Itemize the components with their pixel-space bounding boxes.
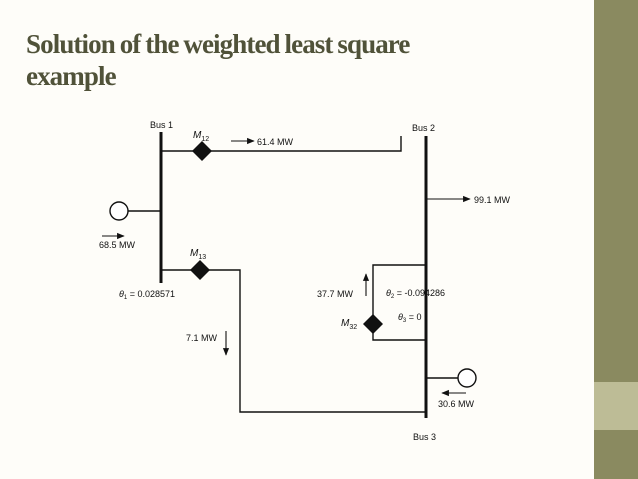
bus2-label: Bus 2 — [412, 123, 435, 133]
m12-label: M12 — [193, 130, 209, 143]
m32-label: M32 — [341, 318, 357, 331]
meter-m12-icon — [192, 141, 212, 161]
bus3-label: Bus 3 — [413, 432, 436, 442]
load-bus2-label: 99.1 MW — [474, 195, 511, 205]
gen-bus3-label: 30.6 MW — [438, 399, 475, 409]
theta2-label: θ2 = -0.094286 — [386, 288, 445, 300]
slide-title: Solution of the weighted least square ex… — [26, 28, 410, 92]
theta1-label: θ1 = 0.028571 — [119, 289, 175, 301]
m13-label: M13 — [190, 248, 206, 261]
line-3-2 — [372, 264, 426, 341]
side-decor-tab — [594, 382, 638, 430]
title-line-2: example — [26, 61, 117, 91]
meter-m13-icon — [190, 260, 210, 280]
meter-m32-icon — [363, 314, 383, 334]
title-line-1: Solution of the weighted least square — [26, 29, 410, 59]
generator-bus3 — [457, 368, 477, 388]
theta3-label: θ3 = 0 — [398, 312, 422, 324]
flow-12-label: 61.4 MW — [257, 137, 294, 147]
bus1-label: Bus 1 — [150, 120, 173, 130]
generator-bus1 — [109, 201, 129, 221]
line-1-2 — [161, 136, 402, 152]
flow-32-label: 37.7 MW — [317, 289, 354, 299]
flow-13-label: 7.1 MW — [186, 333, 218, 343]
gen-bus1-label: 68.5 MW — [99, 240, 136, 250]
